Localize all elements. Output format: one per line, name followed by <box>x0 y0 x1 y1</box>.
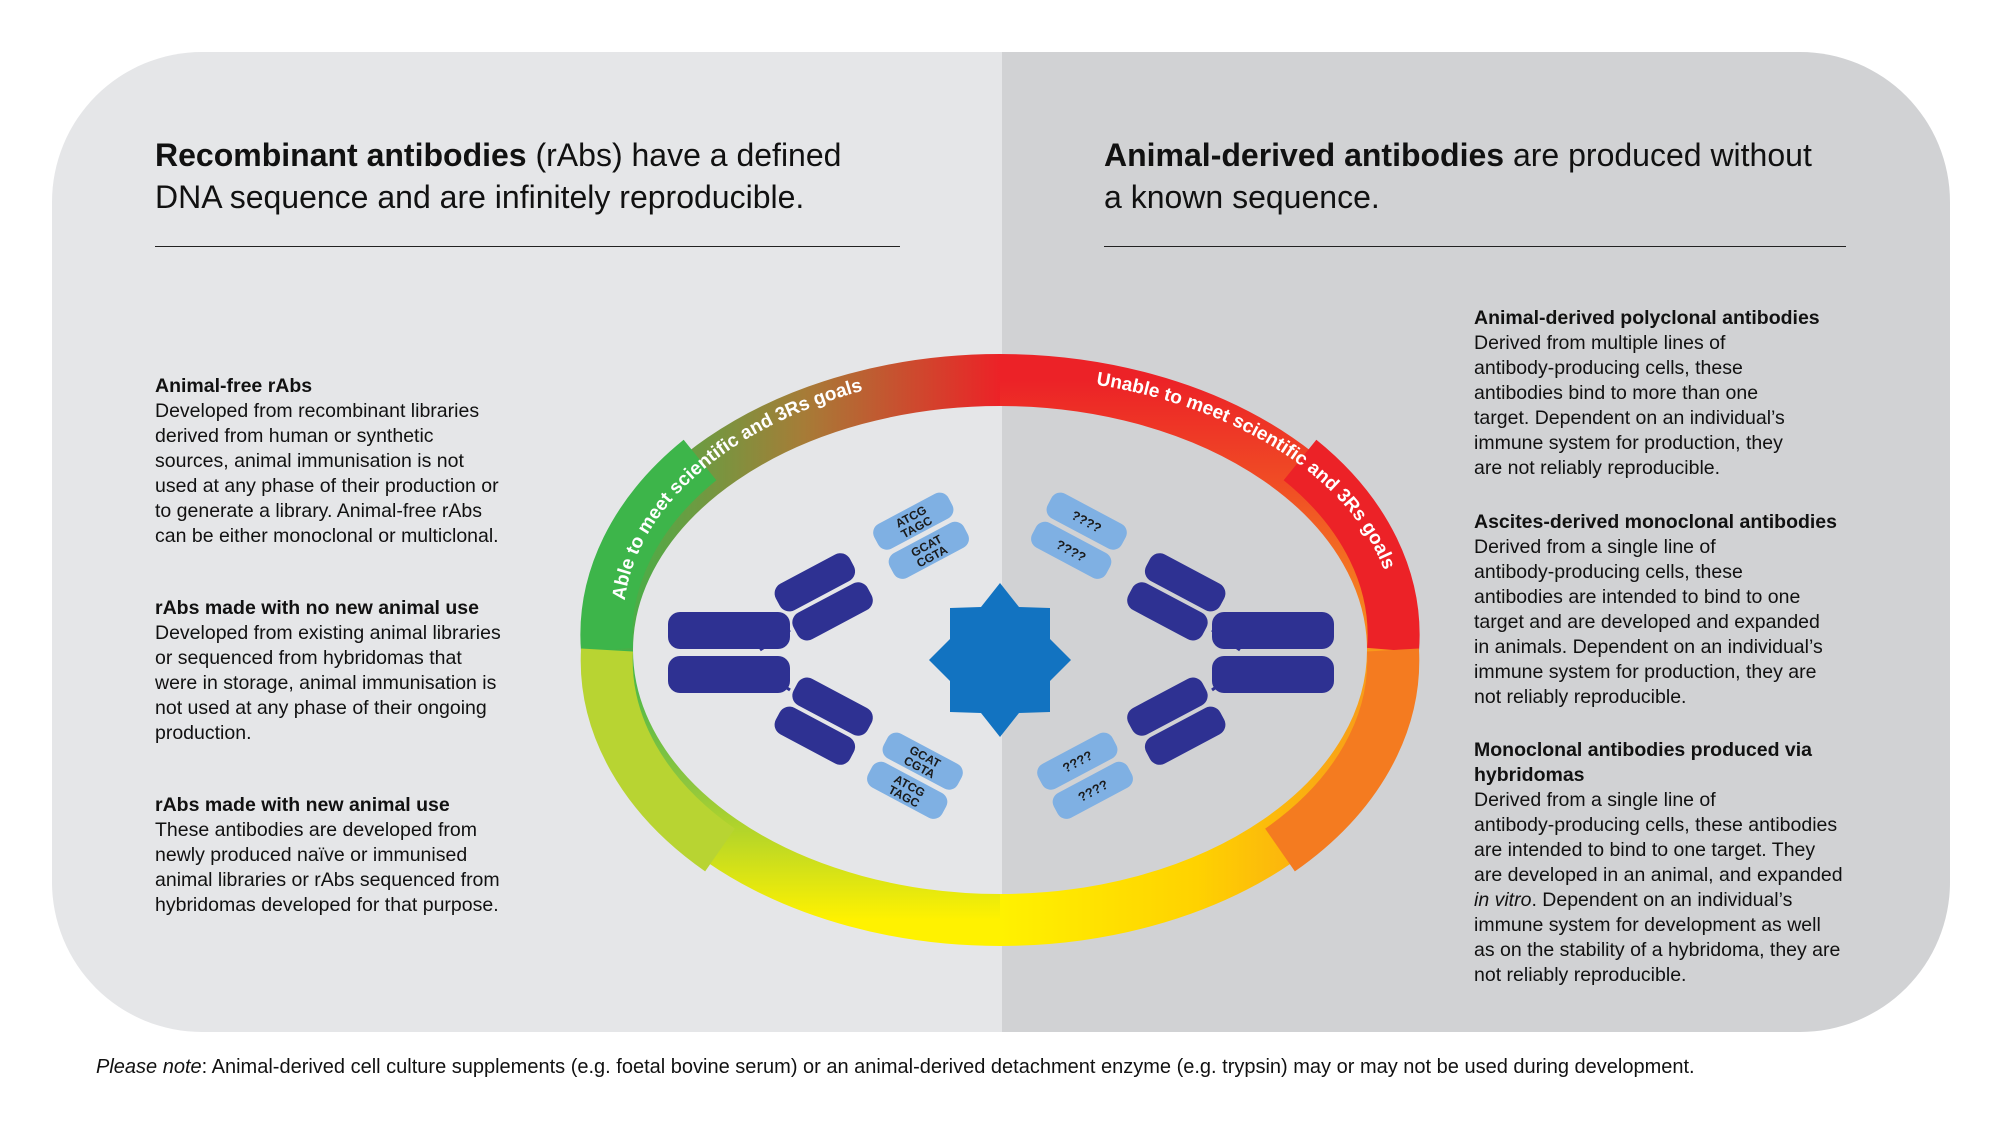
animal-derived-panel <box>1002 52 1950 1032</box>
footnote-lead: Please note <box>96 1056 202 1078</box>
comparison-panel <box>52 52 1950 1032</box>
animal-derived-antibody: ???? ???? ???? ???? <box>1031 492 1334 819</box>
right-heading-rule <box>1104 246 1846 247</box>
footnote: Please note: Animal-derived cell culture… <box>96 1056 1695 1079</box>
item-rabs-new-animal: rAbs made with new animal use These anti… <box>155 794 500 916</box>
footnote-text: : Animal-derived cell culture supplement… <box>201 1056 1695 1078</box>
item-polyclonal: Animal-derived polyclonal antibodies Der… <box>1474 307 1820 479</box>
left-heading-rule <box>155 246 900 247</box>
item-hybridoma-monoclonal: Monoclonal antibodies produced via hybri… <box>1474 739 1843 986</box>
right-heading: Animal-derived antibodies are produced w… <box>1104 137 1812 215</box>
left-heading: Recombinant antibodies (rAbs) have a def… <box>155 137 842 215</box>
in-vitro-text: in vitro <box>1474 889 1532 911</box>
item-rabs-no-new-animal: rAbs made with no new animal use Develop… <box>155 597 501 744</box>
recombinant-panel <box>52 52 1002 1032</box>
recombinant-antibody: ATCG TAGC GCAT CGTA GCAT CGTA ATCG TAGC <box>668 492 969 819</box>
antigen-star-icon <box>929 583 1071 737</box>
item-ascites-monoclonal: Ascites-derived monoclonal antibodies De… <box>1474 511 1837 708</box>
item-animal-free-rabs: Animal-free rAbs Developed from recombin… <box>155 375 499 547</box>
